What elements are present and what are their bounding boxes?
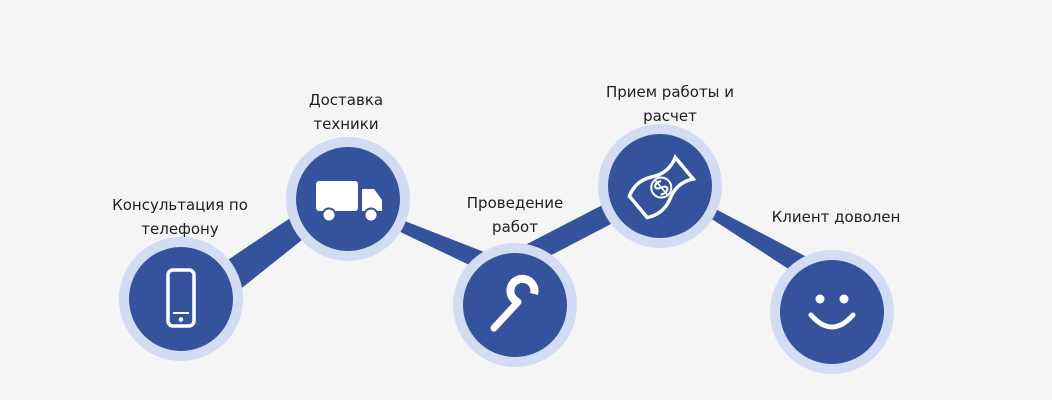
step-label-line: Проведение [466, 194, 564, 212]
smiley-icon [808, 294, 856, 330]
step-label-line: Консультация по [112, 196, 248, 214]
step-label-line: Доставка [308, 91, 384, 109]
step-circle-inner [608, 134, 712, 238]
step-label-delivery: Доставка техники [256, 88, 436, 136]
step-label-satisfied: Клиент доволен [746, 205, 926, 229]
step-label-line: работ [492, 218, 538, 236]
step-label-line: расчет [643, 107, 697, 125]
step-label-line: техники [313, 115, 379, 133]
step-circle-inner [129, 247, 233, 351]
step-label-line: Клиент доволен [771, 208, 901, 226]
wrench-icon [490, 274, 539, 332]
step-circle-inner [780, 260, 884, 364]
step-circle-delivery [286, 137, 410, 261]
step-circle-consultation [119, 237, 243, 361]
step-circle-satisfied [770, 250, 894, 374]
money-bill-icon [627, 154, 697, 220]
step-label-line: Прием работы и [605, 83, 735, 101]
step-circle-inner [463, 253, 567, 357]
step-label-consultation: Консультация по телефону [90, 193, 270, 241]
step-circle-acceptance [598, 124, 722, 248]
step-label-line: телефону [141, 220, 219, 238]
step-label-acceptance: Прием работы и расчет [580, 80, 760, 128]
step-circle-inner [296, 147, 400, 251]
truck-icon [316, 181, 382, 223]
phone-icon [166, 268, 196, 328]
step-circle-work [453, 243, 577, 367]
step-label-work: Проведение работ [425, 191, 605, 239]
